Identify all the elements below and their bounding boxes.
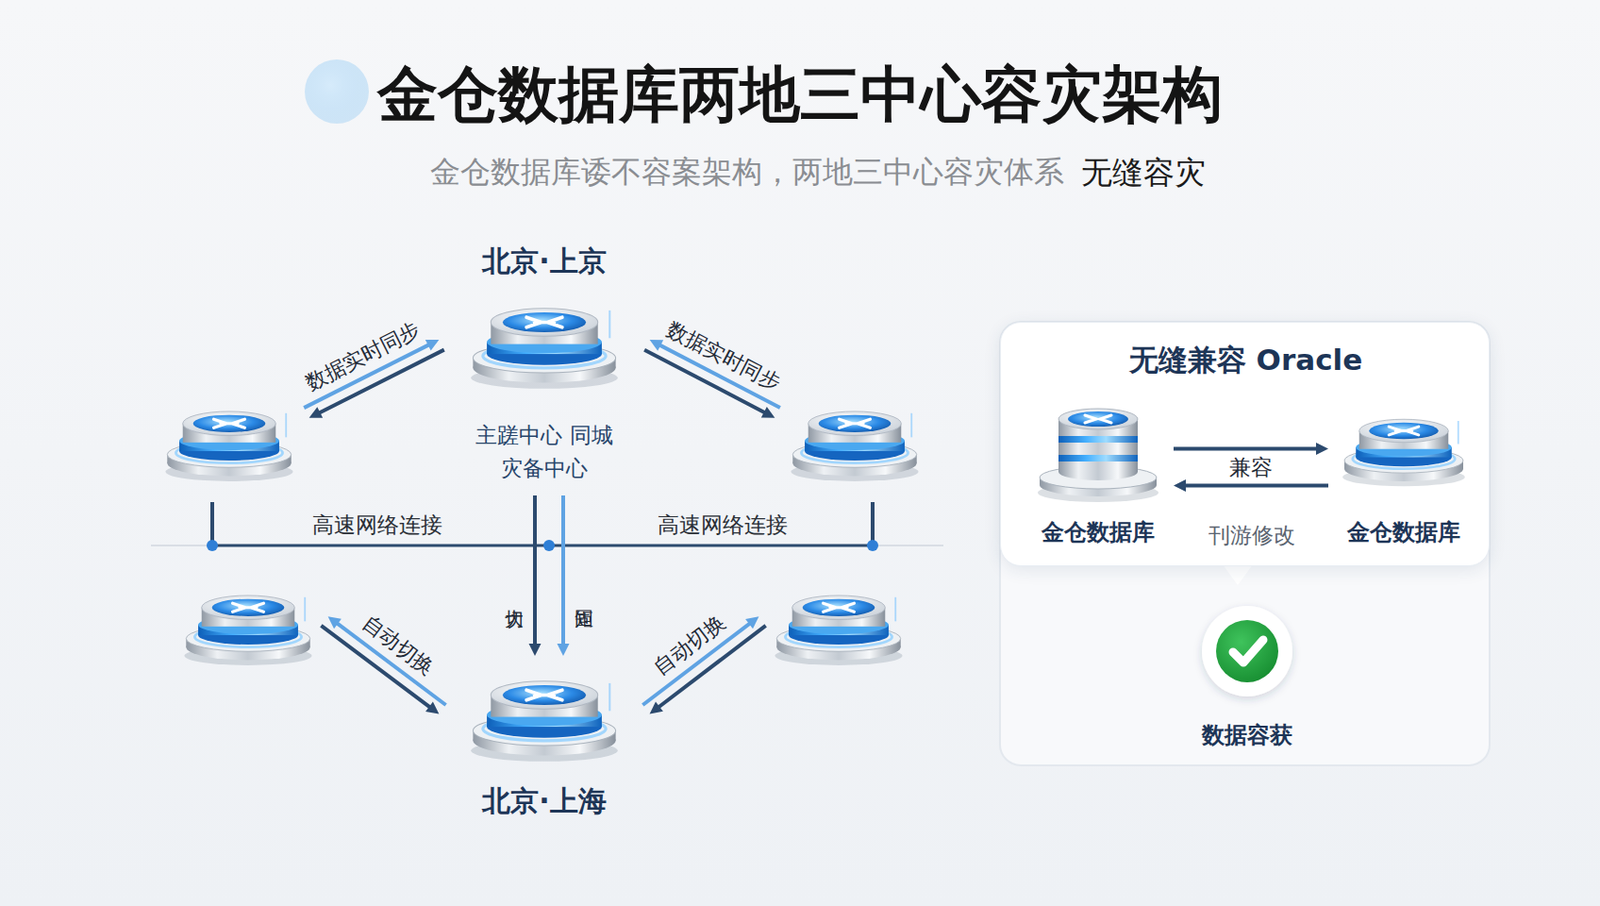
check-icon <box>1196 600 1299 702</box>
database-node <box>769 577 908 672</box>
db-symbol <box>1084 415 1112 423</box>
database-node <box>785 393 924 488</box>
title-blob <box>304 59 369 124</box>
icon-part <box>201 595 296 620</box>
node-heading: 北京·上京 <box>450 243 639 280</box>
icon-part <box>802 599 876 617</box>
arrow-head <box>425 701 439 715</box>
check-mark <box>1233 639 1264 663</box>
icon-part <box>193 415 267 433</box>
database-icon <box>1032 392 1165 506</box>
glow-tick <box>608 683 611 711</box>
database-icon <box>160 393 299 488</box>
db-symbol <box>214 418 246 428</box>
glow-tick <box>608 310 611 338</box>
icon-part <box>183 411 277 436</box>
glow-tick <box>303 597 306 622</box>
node-heading: 北京·上海 <box>450 783 639 819</box>
connector-line <box>533 495 537 647</box>
icon-part <box>1058 454 1138 462</box>
node-heading: 数据容获 <box>1181 720 1314 750</box>
db-symbol <box>233 602 265 612</box>
db-symbol <box>1388 426 1419 435</box>
arrow-head <box>557 643 570 656</box>
database-icon <box>769 577 908 672</box>
arrow-head <box>328 616 342 629</box>
glow-tick <box>1457 420 1460 445</box>
db-symbol <box>823 602 855 612</box>
icon-part <box>1058 408 1138 430</box>
arrow-head <box>761 406 776 418</box>
note-label: 高速网络连接 <box>312 511 443 540</box>
connector-line <box>561 495 566 647</box>
arrow-head <box>425 339 440 351</box>
icon-part <box>1201 605 1293 697</box>
status-node: 数据容获 <box>1181 600 1314 755</box>
callout-tail <box>1222 564 1253 585</box>
icon-part <box>490 308 598 336</box>
bus-dot <box>206 539 218 551</box>
arrow-connector <box>529 495 542 656</box>
arrow-head <box>745 616 759 629</box>
note-label: 高速网络连接 <box>657 511 788 540</box>
database-node <box>160 393 299 488</box>
node-heading: 无缝兼容 Oracle <box>1000 341 1491 379</box>
database-icon <box>785 393 924 488</box>
icon-part <box>792 595 886 620</box>
icon-part <box>1368 422 1439 440</box>
node-heading: 金仓数据库 <box>1337 517 1470 547</box>
icon-part <box>1359 418 1450 443</box>
database-node: 金仓数据库 <box>1337 392 1470 553</box>
database-icon <box>465 665 624 765</box>
db-symbol <box>839 418 871 428</box>
db-symbol <box>526 689 563 700</box>
icon-part <box>502 312 586 333</box>
backup-center-node: 北京·上海 <box>450 665 639 821</box>
bus-drop <box>870 501 875 546</box>
icon-part <box>1058 435 1138 443</box>
icon-part <box>808 411 902 436</box>
glow-tick <box>894 597 897 622</box>
primary-center-node: 北京·上京主蹉中心 同城灾备中心 <box>450 243 639 486</box>
node-note: 主蹉中心 同城灾备中心 <box>470 418 618 484</box>
glow-tick <box>284 413 287 438</box>
database-icon <box>465 292 624 392</box>
icon-part <box>502 684 586 705</box>
database-node: 金仓数据库 <box>1032 392 1165 553</box>
database-icon <box>179 577 317 672</box>
network-bus <box>212 544 873 548</box>
title: 金仓数据库两地三中心容灾架构 <box>0 58 1600 132</box>
bus-dot <box>543 539 555 551</box>
arrow-head <box>309 406 324 418</box>
note-label: 无缝容灾 <box>1081 152 1206 194</box>
outer-card <box>1000 321 1490 766</box>
arrow-head <box>529 643 542 656</box>
arrow-head <box>650 700 664 714</box>
note-label: 刊游修改 <box>1208 521 1296 550</box>
bus-drop <box>210 501 215 546</box>
database-node <box>179 577 317 672</box>
icon-part <box>212 599 285 617</box>
caption: 金仓数据库诿不容案架构，两地三中心容灾体系 <box>283 152 1065 193</box>
database-icon <box>1337 400 1470 495</box>
icon-part <box>1067 411 1129 427</box>
icon-part <box>490 681 598 709</box>
icon-part <box>818 415 892 433</box>
edge-label: 兼容 <box>1229 455 1273 480</box>
db-symbol <box>526 316 563 328</box>
node-heading: 金仓数据库 <box>1032 517 1165 547</box>
arrow-head <box>650 339 665 351</box>
glow-tick <box>910 413 913 438</box>
bus-dot <box>866 539 879 551</box>
icon-part <box>1216 619 1279 683</box>
arrow-connector <box>557 495 570 656</box>
